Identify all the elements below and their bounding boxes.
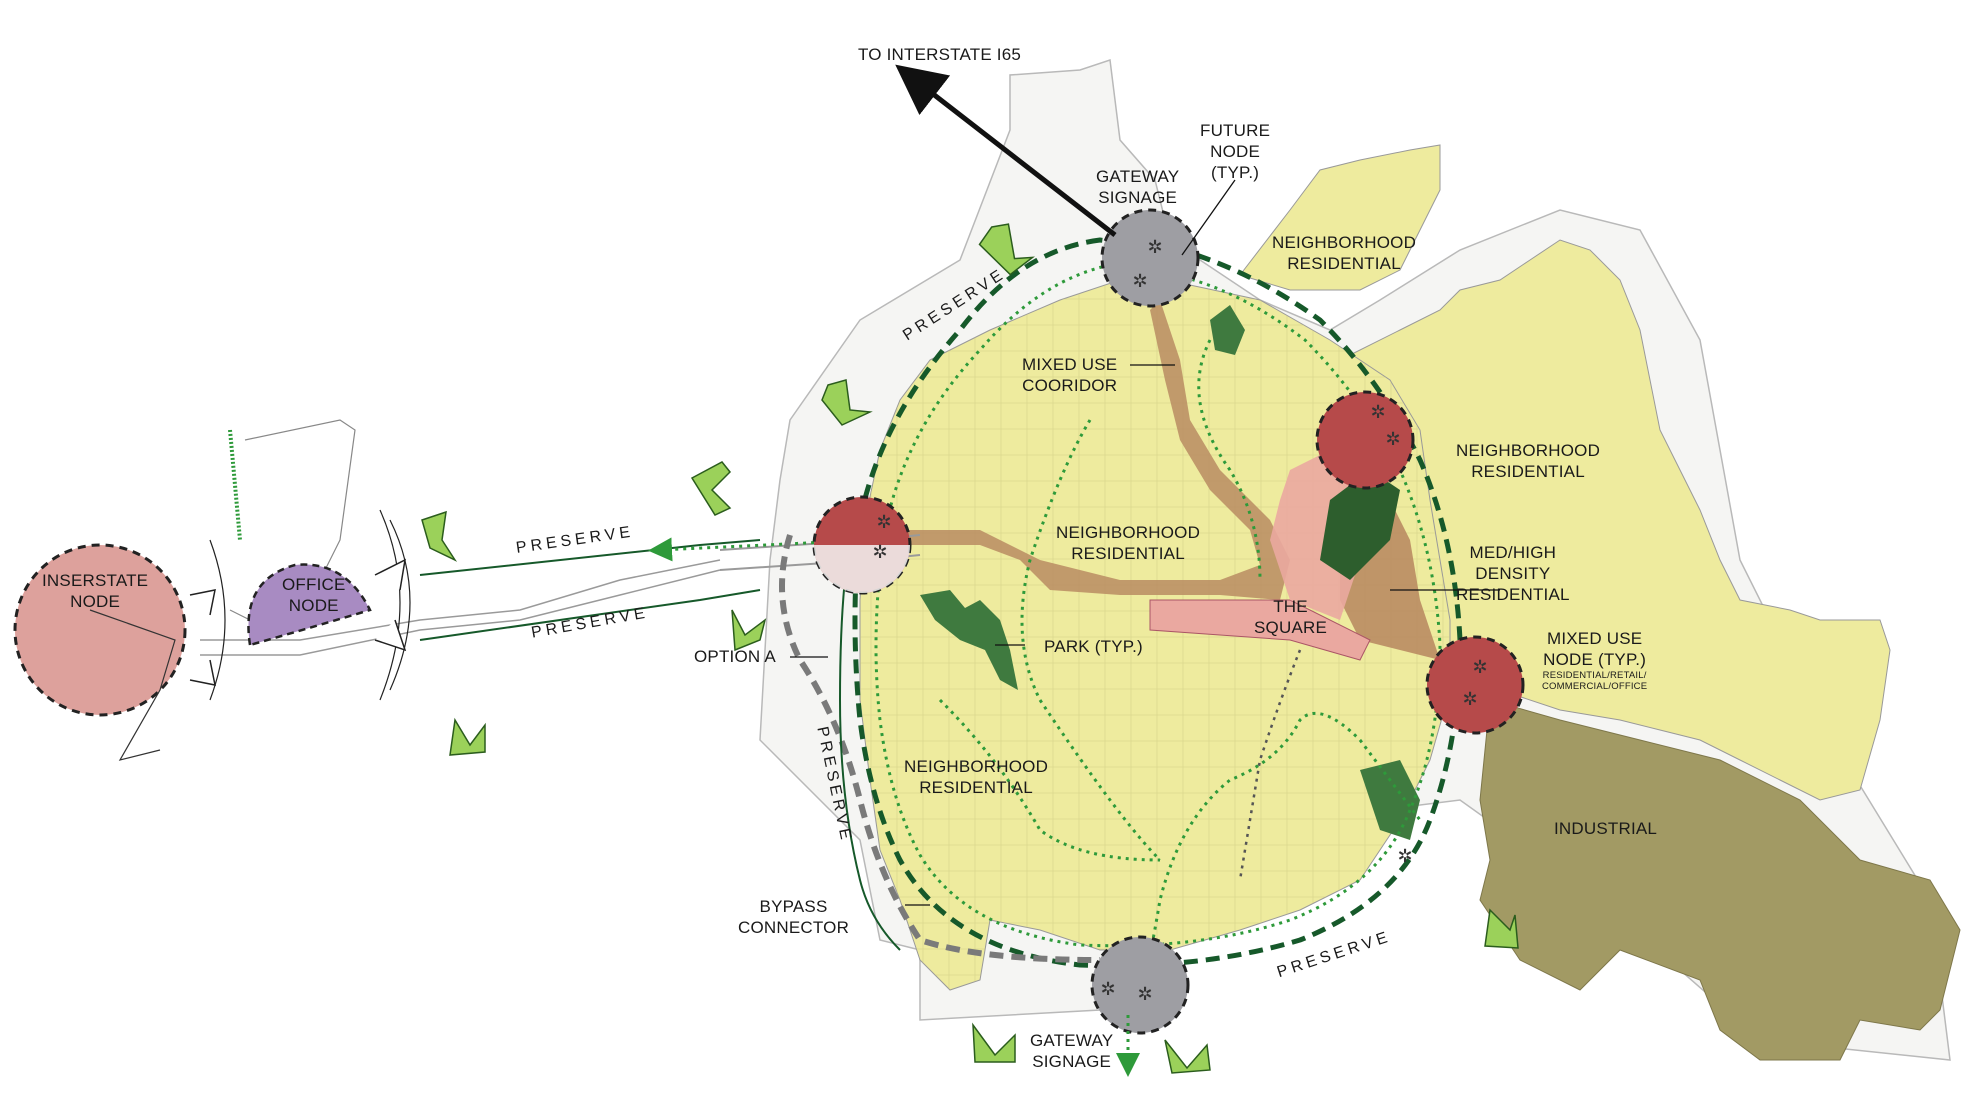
label-line: NEIGHBORHOOD <box>1056 523 1201 542</box>
label-interstate-node: INSERSTATE NODE <box>42 570 148 612</box>
label-line: NEIGHBORHOOD <box>1272 233 1417 252</box>
park-southeast <box>1360 760 1420 840</box>
label-industrial: INDUSTRIAL <box>1554 819 1658 838</box>
label-line: NEIGHBORHOOD <box>1456 441 1601 460</box>
label-neighborhood-center: NEIGHBORHOOD RESIDENTIAL <box>1056 522 1200 564</box>
label-line: GATEWAY <box>1030 1031 1114 1050</box>
label-line: (TYP.) <box>1211 163 1260 182</box>
park-west <box>920 590 1018 690</box>
label-line: RESIDENTIAL <box>1456 585 1570 604</box>
label-line: GATEWAY <box>1096 167 1180 186</box>
trail-west-connector <box>648 537 871 562</box>
option-a-road <box>838 539 901 951</box>
mixed-use-node-ne <box>1315 390 1415 490</box>
label-to-interstate: TO INTERSTATE I65 <box>858 45 1022 64</box>
label-bypass-connector: BYPASS CONNECTOR <box>738 896 849 938</box>
label-line: SQUARE <box>1254 618 1327 637</box>
svg-text:✲: ✲ <box>1385 429 1400 450</box>
label-park: PARK (TYP.) <box>1044 637 1143 656</box>
label-line: NODE <box>288 596 339 615</box>
bypass-connector <box>779 534 1101 963</box>
label-neighborhood-east: NEIGHBORHOOD RESIDENTIAL <box>1456 440 1600 482</box>
label-line: COORIDOR <box>1022 376 1118 395</box>
label-the-square: THE SQUARE <box>1254 596 1327 638</box>
label-line: MIXED USE <box>1546 629 1643 648</box>
label-line: DENSITY <box>1475 564 1551 583</box>
label-gateway-south: GATEWAY SIGNAGE <box>1030 1030 1113 1072</box>
preserve-band-south <box>419 589 761 641</box>
label-neighborhood-sw: NEIGHBORHOOD RESIDENTIAL <box>904 756 1048 798</box>
label-line: NEIGHBORHOOD <box>904 757 1049 776</box>
label-line: BYPASS <box>759 897 828 916</box>
arrow-to-interstate <box>895 64 1117 237</box>
park-north <box>1210 305 1245 355</box>
leader-lines <box>790 179 1500 906</box>
label-mixed-use-node: MIXED USE NODE (TYP.) RESIDENTIAL/RETAIL… <box>1542 628 1647 692</box>
park-east-square <box>1320 470 1400 580</box>
label-line: OFFICE <box>282 575 346 594</box>
label-line: RESIDENTIAL <box>1071 544 1185 563</box>
office-node <box>247 563 372 647</box>
label-line: INSERSTATE <box>42 571 149 590</box>
gateway-node-south <box>1090 935 1190 1035</box>
svg-text:✲: ✲ <box>1137 984 1152 1005</box>
label-line: COMMERCIAL/OFFICE <box>1542 681 1648 692</box>
label-line: MIXED USE <box>1022 355 1118 374</box>
label-line: CONNECTOR <box>738 918 850 937</box>
label-line: RESIDENTIAL/RETAIL/ <box>1542 670 1647 681</box>
label-line: RESIDENTIAL <box>1287 254 1401 273</box>
label-line: NODE <box>70 592 121 611</box>
interstate-node <box>13 543 187 717</box>
neighborhood-ne-top <box>1239 144 1441 291</box>
label-gateway-north: GATEWAY SIGNAGE <box>1096 166 1179 208</box>
mixed-use-node-east <box>1425 635 1525 735</box>
label-med-high-density: MED/HIGH DENSITY RESIDENTIAL <box>1456 542 1570 605</box>
svg-text:✲: ✲ <box>1147 237 1162 258</box>
label-neighborhood-ne: NEIGHBORHOOD RESIDENTIAL <box>1272 232 1416 274</box>
label-line: NODE (TYP.) <box>1543 650 1647 669</box>
label-line: MED/HIGH <box>1469 543 1557 562</box>
label-line: THE <box>1273 597 1308 616</box>
label-line: NODE <box>1210 142 1261 161</box>
green-chevron-arrows <box>421 223 1519 1074</box>
svg-text:✲: ✲ <box>1462 689 1477 710</box>
svg-text:✲: ✲ <box>1132 271 1147 292</box>
svg-text:✲: ✲ <box>1397 846 1412 867</box>
label-line: SIGNAGE <box>1098 188 1178 207</box>
svg-text:✲: ✲ <box>876 512 891 533</box>
svg-text:✲: ✲ <box>1100 979 1115 1000</box>
label-line: RESIDENTIAL <box>919 778 1033 797</box>
label-future-node: FUTURE NODE (TYP.) <box>1200 120 1270 183</box>
svg-text:✲: ✲ <box>1370 402 1385 423</box>
gateway-node-north <box>1100 208 1200 308</box>
label-option-a: OPTION A <box>694 647 776 666</box>
mixed-use-corridor <box>900 300 1290 600</box>
white-arrows <box>189 558 407 686</box>
svg-text:✲: ✲ <box>1472 657 1487 678</box>
label-mixed-use-corridor: MIXED USE COORIDOR <box>1022 354 1117 396</box>
svg-text:✲: ✲ <box>872 542 887 563</box>
label-line: FUTURE <box>1200 121 1271 140</box>
preserve-band-north <box>419 539 761 576</box>
sign-markers: ✲✲ ✲✲ ✲✲ ✲✲ ✲✲ ✲ <box>872 237 1487 1005</box>
label-line: SIGNAGE <box>1032 1052 1112 1071</box>
label-line: RESIDENTIAL <box>1471 462 1585 481</box>
label-office-node: OFFICE NODE <box>282 574 346 616</box>
